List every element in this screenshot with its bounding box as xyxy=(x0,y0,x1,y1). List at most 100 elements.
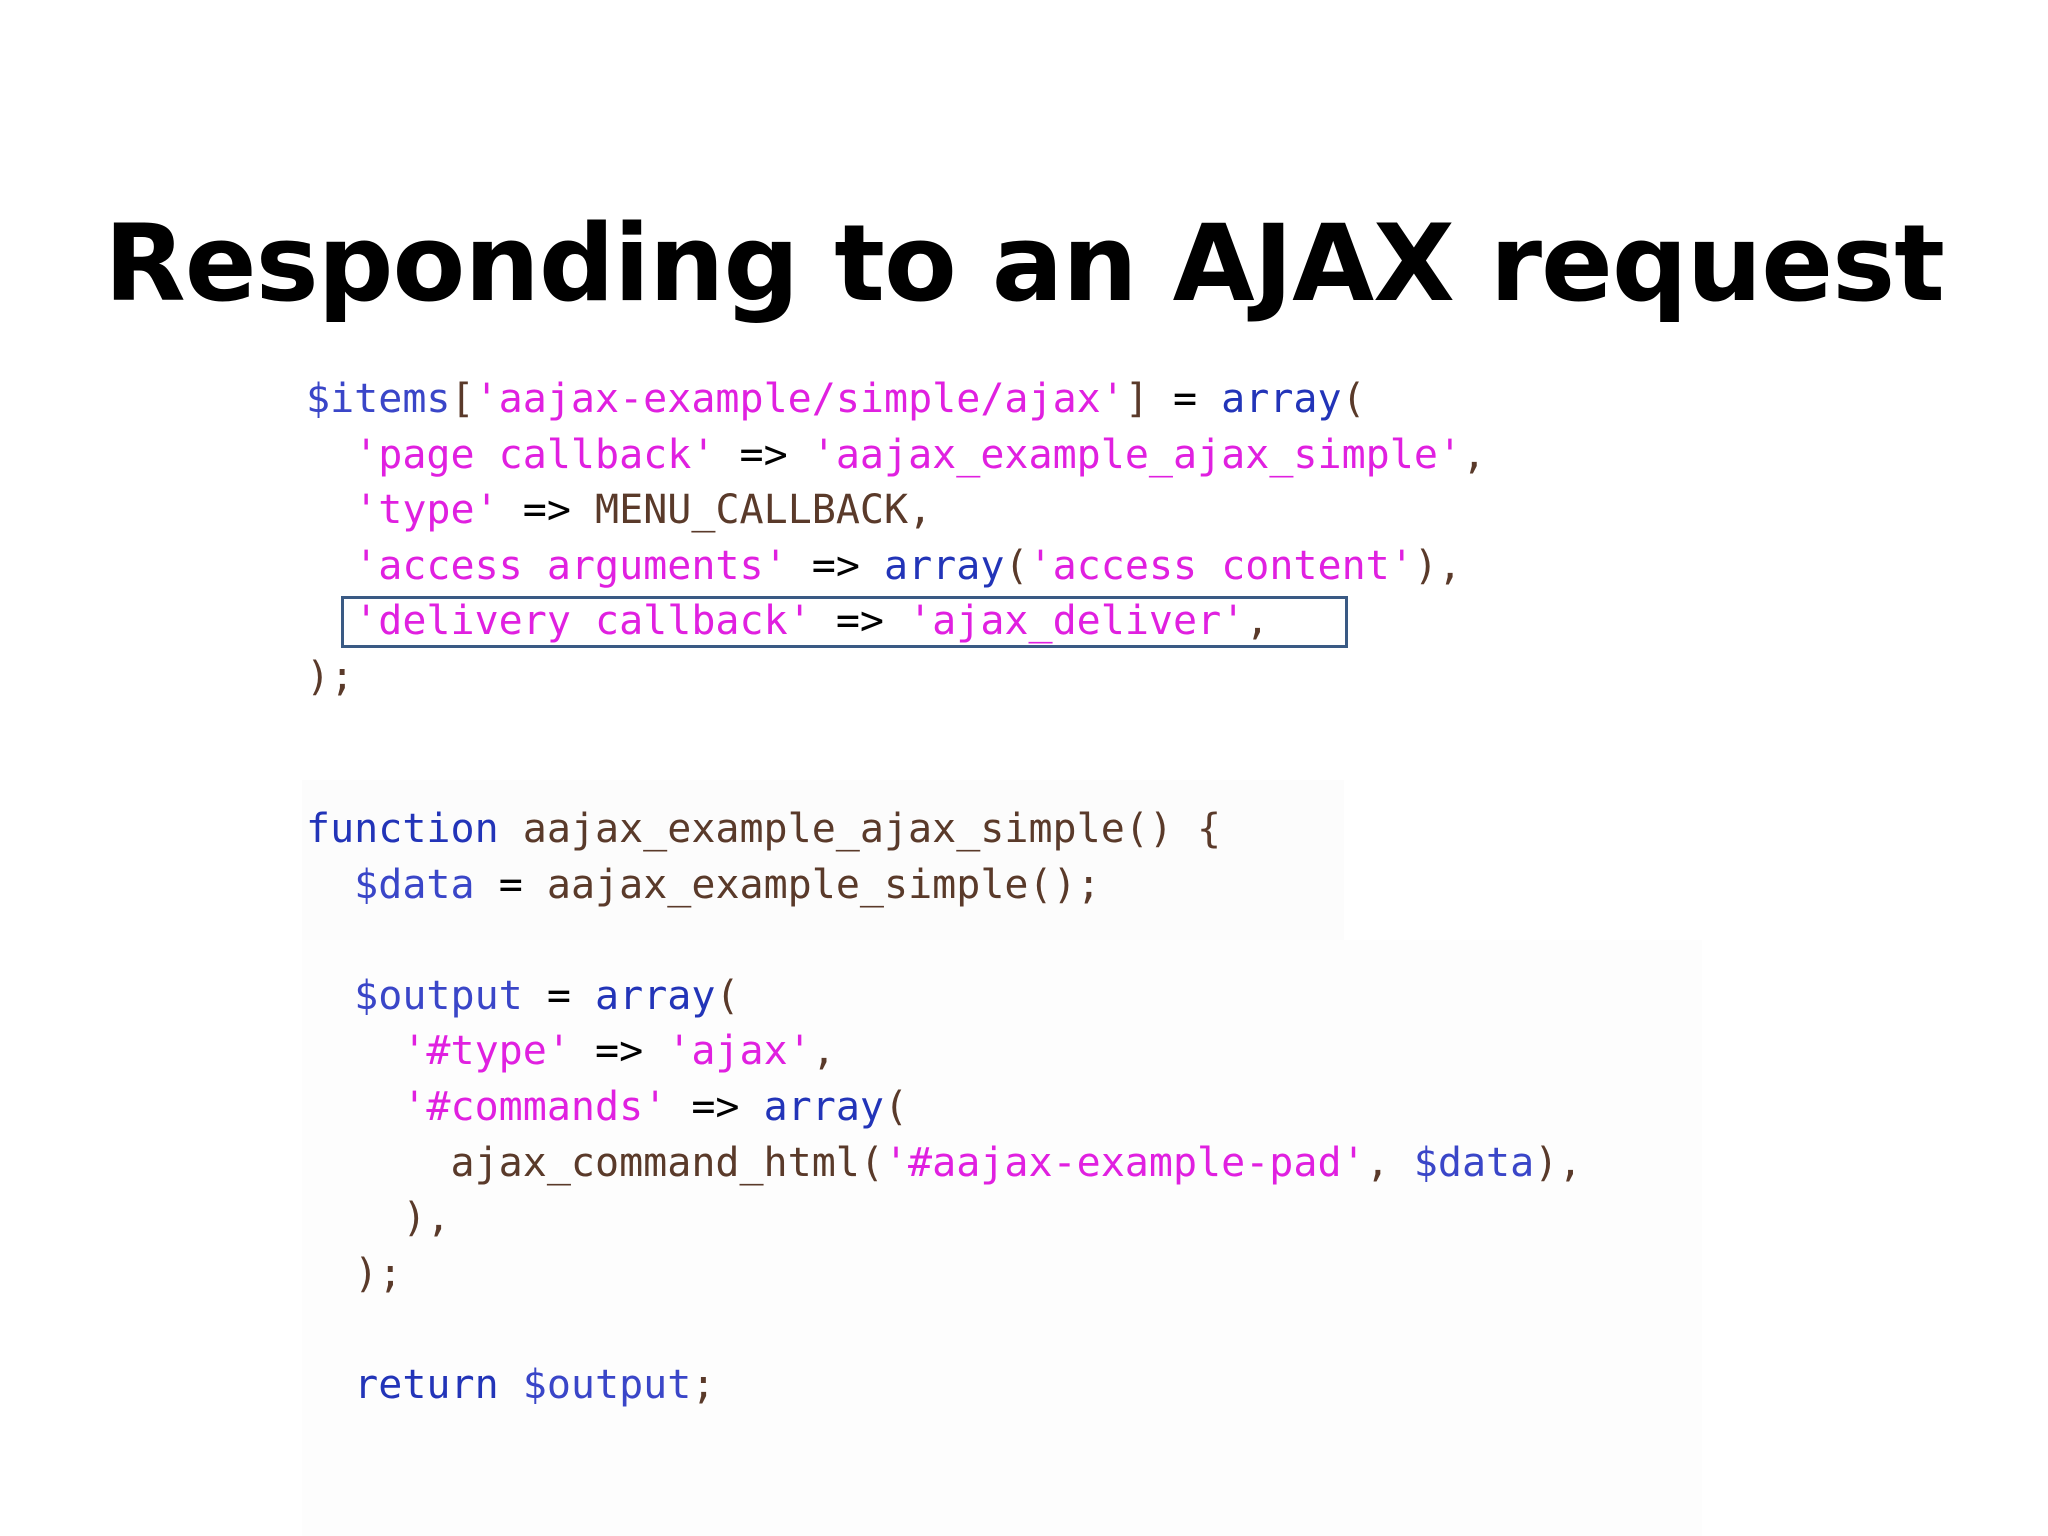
code-token-str: 'access arguments' xyxy=(354,542,788,589)
code-token-plain: aajax_example_simple(); xyxy=(522,861,1101,908)
code-token-str: 'access content' xyxy=(1028,542,1414,589)
code-line: $output = array( xyxy=(306,969,1582,1025)
code-line: '#commands' => array( xyxy=(306,1080,1582,1136)
code-token-plain xyxy=(788,543,812,589)
code-token-plain xyxy=(571,973,595,1019)
code-token-var: $output xyxy=(354,972,523,1019)
code-token-plain: [ xyxy=(450,376,475,422)
code-token-plain xyxy=(306,487,354,533)
code-token-plain: , xyxy=(1245,598,1270,645)
code-token-plain: aajax_example_ajax_simple() { xyxy=(498,806,1222,852)
code-token-str: 'delivery callback' xyxy=(354,598,812,645)
code-token-kw: array xyxy=(884,542,1005,589)
code-token-str: 'page callback' xyxy=(354,431,716,478)
code-token-kw: function xyxy=(306,806,499,852)
code-token-plain xyxy=(306,1028,402,1074)
code-token-plain: , xyxy=(908,487,933,534)
code-token-plain: ; xyxy=(691,1361,716,1408)
code-token-plain xyxy=(788,432,812,478)
delivery-callback-highlight-box xyxy=(341,596,1348,648)
code-token-op: => xyxy=(595,1028,644,1075)
code-line: 'page callback' => 'aajax_example_ajax_s… xyxy=(306,428,1486,484)
code-line: ), xyxy=(306,1191,1582,1247)
code-token-plain: ( xyxy=(1341,376,1366,422)
code-token-var: $data xyxy=(1413,1139,1535,1186)
code-token-op: => xyxy=(522,487,571,534)
code-token-kw: array xyxy=(595,972,716,1019)
code-line: 'type' => MENU_CALLBACK, xyxy=(306,483,1486,539)
code-token-plain xyxy=(571,487,595,533)
code-token-plain xyxy=(306,1084,402,1130)
code-token-plain: ); xyxy=(306,1250,403,1297)
code-token-str: 'aajax-example/simple/ajax' xyxy=(474,376,1125,422)
code-token-plain xyxy=(667,1084,691,1130)
code-line: ); xyxy=(306,650,1486,706)
code-line xyxy=(306,1302,1582,1358)
code-token-op: => xyxy=(811,542,860,589)
slide-title: Responding to an AJAX request xyxy=(104,202,1945,326)
code-token-plain: ), xyxy=(1413,542,1463,589)
code-background-bottom-lower xyxy=(302,940,1702,1536)
code-line: ajax_command_html('#aajax-example-pad', … xyxy=(306,1136,1582,1192)
code-token-plain xyxy=(740,1084,764,1130)
code-token-op: => xyxy=(835,598,884,645)
code-line: function aajax_example_ajax_simple() { xyxy=(306,802,1582,858)
code-line: ); xyxy=(306,1247,1582,1303)
menu-items-code-block: $items['aajax-example/simple/ajax'] = ar… xyxy=(306,372,1486,706)
code-token-plain: ] xyxy=(1124,376,1173,422)
code-line xyxy=(306,913,1582,969)
code-token-plain xyxy=(715,432,739,478)
code-token-kw: array xyxy=(763,1083,885,1130)
code-token-plain: , xyxy=(1365,1139,1414,1186)
code-token-plain: ), xyxy=(306,1195,451,1242)
code-token-plain xyxy=(306,1362,354,1408)
code-token-plain xyxy=(643,1028,667,1074)
code-token-plain: ( xyxy=(884,1083,909,1130)
code-token-plain xyxy=(306,862,354,908)
code-token-op: => xyxy=(691,1083,740,1130)
code-token-plain: ); xyxy=(306,653,355,700)
code-token-op: = xyxy=(1172,376,1198,422)
code-token-str: 'ajax' xyxy=(667,1028,812,1075)
code-token-plain xyxy=(571,1028,595,1074)
code-token-str: '#commands' xyxy=(402,1083,668,1130)
code-line: '#type' => 'ajax', xyxy=(306,1024,1582,1080)
code-token-plain xyxy=(499,487,523,533)
code-token-str: '#aajax-example-pad' xyxy=(883,1139,1366,1186)
code-token-plain xyxy=(306,973,354,1019)
code-token-str: 'ajax_deliver' xyxy=(908,598,1246,645)
code-token-plain: , xyxy=(1461,431,1487,478)
code-token-str: 'type' xyxy=(354,487,499,534)
code-token-plain: ( xyxy=(715,972,740,1019)
code-line: return $output; xyxy=(306,1358,1582,1414)
code-token-plain xyxy=(306,432,354,478)
code-token-kw: return xyxy=(354,1361,499,1408)
code-token-kw: array xyxy=(1221,376,1342,422)
code-token-plain: ajax_command_html( xyxy=(306,1139,884,1186)
code-background-bottom xyxy=(302,780,1344,940)
code-token-plain xyxy=(306,543,354,589)
code-token-plain: ( xyxy=(1004,542,1029,589)
code-token-plain xyxy=(1197,376,1221,422)
code-token-const: MENU_CALLBACK xyxy=(595,487,909,534)
code-token-plain xyxy=(499,1362,523,1408)
code-line: $data = aajax_example_simple(); xyxy=(306,858,1582,914)
code-token-plain: ), xyxy=(1534,1139,1583,1186)
code-token-op: = xyxy=(498,861,523,908)
code-line: 'delivery callback' => 'ajax_deliver', xyxy=(306,594,1486,650)
code-token-var: $output xyxy=(522,1361,692,1408)
code-background-top xyxy=(302,364,1582,708)
code-token-var: $data xyxy=(354,861,475,908)
code-token-str: '#type' xyxy=(402,1028,571,1075)
code-token-str: 'aajax_example_ajax_simple' xyxy=(811,431,1462,478)
ajax-callback-function-code-block: function aajax_example_ajax_simple() { $… xyxy=(306,802,1582,1414)
code-token-plain xyxy=(860,543,884,589)
code-token-plain: , xyxy=(811,1028,836,1075)
code-token-plain xyxy=(523,973,547,1019)
code-token-op: = xyxy=(546,972,571,1019)
code-line: 'access arguments' => array('access cont… xyxy=(306,539,1486,595)
code-token-op: => xyxy=(739,431,788,478)
code-token-plain xyxy=(475,862,499,908)
code-line: $items['aajax-example/simple/ajax'] = ar… xyxy=(306,372,1486,428)
code-token-var: $items xyxy=(306,376,451,422)
